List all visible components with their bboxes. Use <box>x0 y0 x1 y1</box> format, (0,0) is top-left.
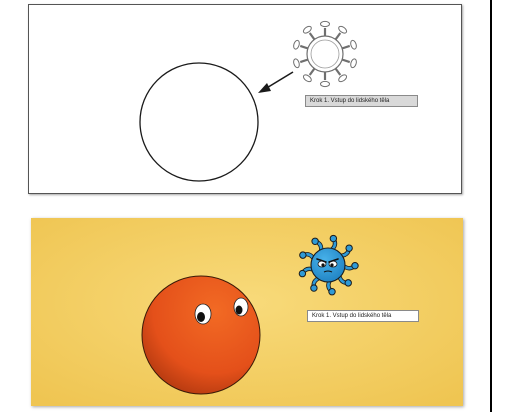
virus-spike-tip <box>350 58 358 68</box>
virus-outline-icon <box>293 21 358 86</box>
arrow-icon <box>258 72 293 93</box>
virus-spike-tip <box>300 252 306 258</box>
cell-cartoon-icon <box>142 276 260 394</box>
page-divider-line <box>490 0 492 412</box>
cell-eye-left <box>195 304 211 324</box>
virus-spike-tip <box>312 238 318 244</box>
virus-spike-tip <box>293 58 301 68</box>
virus-spike-tip <box>321 81 330 86</box>
step-caption-bottom: Krok 1. Vstup do lidského těla <box>307 310 419 322</box>
panel-colored-cartoon: Krok 1. Vstup do lidského těla <box>31 218 463 406</box>
cell-eye-right <box>234 298 248 316</box>
virus-spike-tip <box>321 21 330 26</box>
virus-spike-tip <box>311 285 317 291</box>
virus-spike-tip <box>293 40 301 50</box>
virus-spike-tip <box>345 280 351 286</box>
virus-spike-tip <box>352 262 358 268</box>
virus-spike-tip <box>299 270 305 276</box>
virus-spike-tip <box>330 235 336 241</box>
virus-spike-tip <box>329 289 335 295</box>
virus-spike-tip <box>350 40 358 50</box>
panel-line-drawing: Krok 1. Vstup do lidského těla <box>28 4 462 194</box>
virus-spike-tip <box>346 245 352 251</box>
step-caption-top: Krok 1. Vstup do lidského těla <box>305 95 418 107</box>
cell-outline-icon <box>140 63 258 181</box>
